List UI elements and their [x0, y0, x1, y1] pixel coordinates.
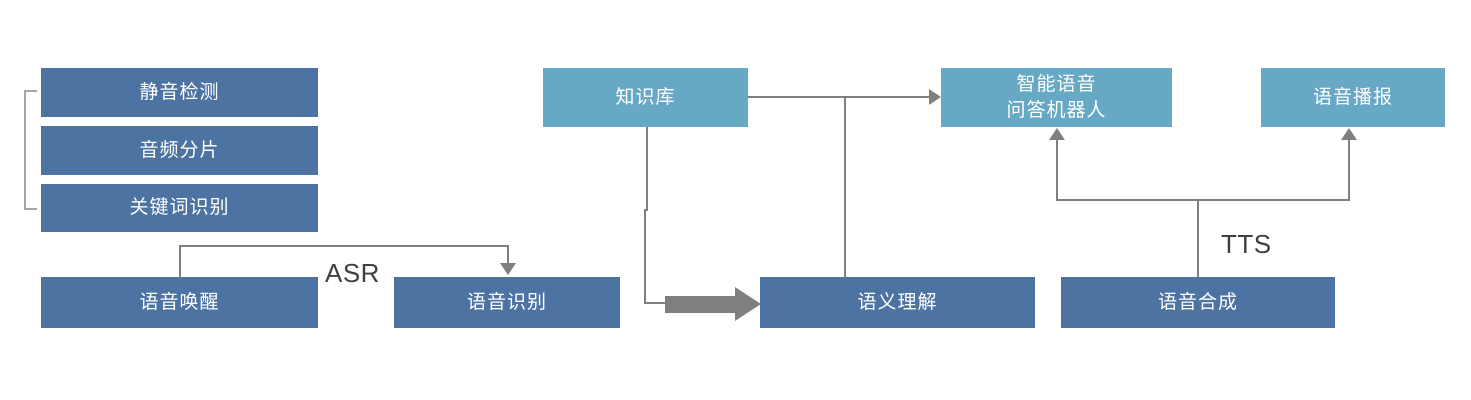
edge-asr-arrowhead-icon: [500, 263, 516, 275]
edge-semantic-riser: [844, 97, 846, 277]
node-speech-synthesis[interactable]: 语音合成: [1061, 277, 1335, 328]
wakeup-group-bracket: [24, 90, 37, 210]
edge-tts-riser: [1197, 200, 1199, 277]
edge-kb-to-thick: [644, 302, 668, 304]
node-silence-detection-label: 静音检测: [139, 81, 220, 103]
node-knowledge-base[interactable]: 知识库: [543, 68, 748, 127]
edge-kb-down-upper: [646, 127, 648, 211]
edge-asr-riser: [179, 245, 181, 278]
node-silence-detection[interactable]: 静音检测: [41, 68, 318, 117]
node-semantic-understanding-label: 语义理解: [857, 291, 938, 313]
thick-arrow-shaft: [665, 296, 737, 313]
node-semantic-understanding[interactable]: 语义理解: [760, 277, 1035, 328]
thick-arrow-head-icon: [735, 287, 761, 321]
node-voice-broadcast-label: 语音播报: [1312, 86, 1393, 108]
node-qa-robot-label: 智能语音 问答机器人: [1006, 73, 1107, 121]
edge-tts-to-robot: [1056, 140, 1058, 200]
edge-asr-span: [179, 245, 509, 247]
edge-tts-to-broadcast: [1348, 140, 1350, 200]
edge-tts-to-broadcast-arrowhead-icon: [1341, 128, 1357, 140]
edge-kb-down-lower: [644, 209, 646, 304]
node-keyword-recognition[interactable]: 关键词识别: [41, 184, 318, 232]
node-speech-recognition[interactable]: 语音识别: [394, 277, 620, 328]
node-speech-recognition-label: 语音识别: [466, 291, 547, 313]
edge-kb-to-robot: [748, 96, 933, 98]
node-audio-segmentation[interactable]: 音频分片: [41, 126, 318, 175]
node-qa-robot[interactable]: 智能语音 问答机器人: [941, 68, 1172, 127]
node-speech-synthesis-label: 语音合成: [1157, 291, 1238, 313]
edge-asr-drop: [507, 245, 509, 264]
edge-kb-to-robot-arrowhead-icon: [929, 89, 941, 105]
edge-tts-span: [1056, 199, 1350, 201]
node-voice-broadcast[interactable]: 语音播报: [1261, 68, 1445, 127]
node-knowledge-base-label: 知识库: [615, 86, 676, 108]
node-voice-wakeup-label: 语音唤醒: [139, 291, 220, 313]
node-audio-segmentation-label: 音频分片: [139, 139, 220, 161]
edge-tts-to-robot-arrowhead-icon: [1049, 128, 1065, 140]
node-keyword-recognition-label: 关键词识别: [129, 197, 230, 218]
edge-label-tts: TTS: [1221, 229, 1272, 259]
edge-thick-kb-to-semantic: [665, 287, 761, 321]
edge-label-asr: ASR: [325, 258, 380, 288]
node-voice-wakeup[interactable]: 语音唤醒: [41, 277, 318, 328]
